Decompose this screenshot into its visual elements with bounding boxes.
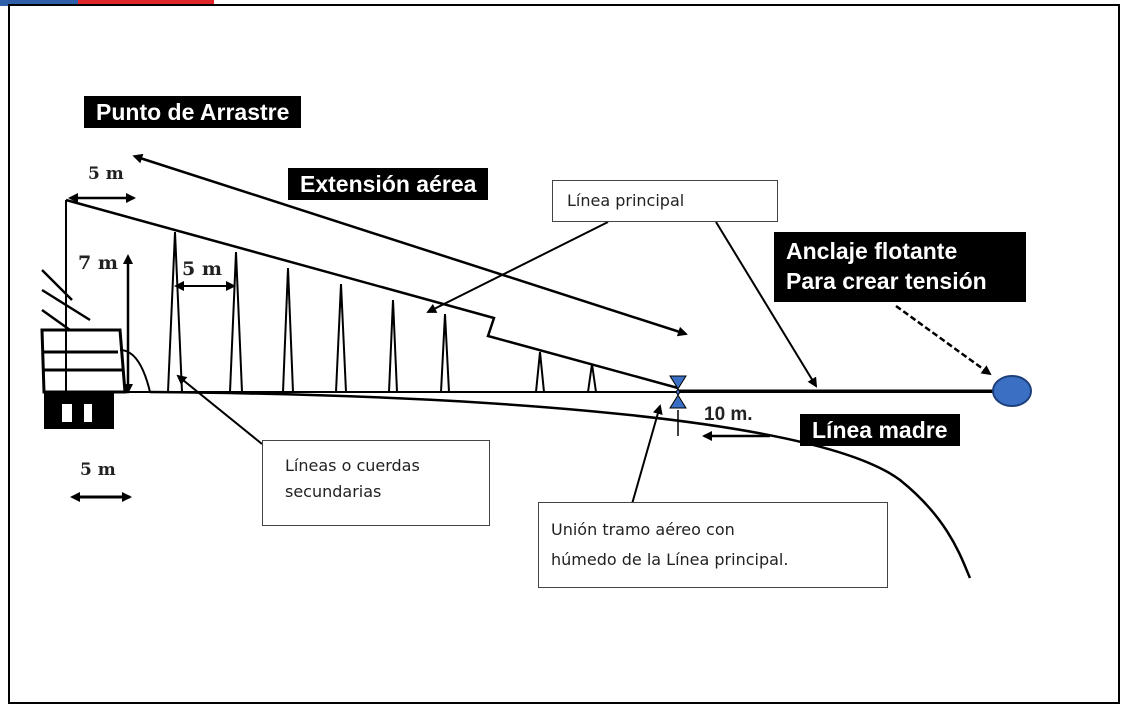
- aerial-extension-arrow: [132, 153, 688, 337]
- drag-point-label: Punto de Arrastre: [84, 96, 302, 128]
- mother-line-label: Línea madre: [800, 414, 960, 446]
- header-flag-blue: [0, 0, 78, 6]
- main-line-pointer-arrow: [426, 221, 609, 313]
- secondary-lines-label-line1: Líneas o cuerdas: [285, 456, 420, 475]
- junction-label-line1: Unión tramo aéreo con: [551, 520, 735, 539]
- line-spacing-label: 5 m: [182, 258, 222, 280]
- mother-line: [149, 390, 972, 579]
- aerial-extension-label: Extensión aérea: [288, 168, 489, 200]
- bottom-spacing-label: 5 m: [80, 460, 116, 480]
- junction-label: Unión tramo aéreo con húmedo de la Línea…: [538, 502, 888, 588]
- height-label: 7 m: [78, 252, 118, 274]
- main-line-label: Línea principal: [552, 180, 778, 222]
- top-spacing-label: 5 m: [88, 164, 124, 184]
- junction-pointer-arrow: [631, 404, 663, 505]
- buoy-icon: [992, 375, 1032, 407]
- secondary-lines-label-line2: secundarias: [285, 482, 382, 501]
- header-flag-red: [78, 0, 214, 6]
- main-line-pointer-arrow-2: [715, 221, 818, 388]
- aerial-line: [65, 198, 679, 390]
- secondary-lines: [167, 231, 597, 393]
- floating-anchor-label: Anclaje flotante Para crear tensión: [774, 232, 1026, 302]
- floating-anchor-line1: Anclaje flotante: [786, 238, 958, 264]
- junction-connector-icon: [669, 375, 687, 409]
- floating-anchor-line2: Para crear tensión: [786, 268, 987, 294]
- depth-label: 10 m.: [704, 404, 753, 425]
- secondary-lines-pointer-arrow: [176, 374, 263, 445]
- secondary-lines-label: Líneas o cuerdas secundarias: [262, 440, 490, 526]
- boat-icon: [40, 269, 151, 429]
- anchor-pointer-arrow: [895, 304, 992, 376]
- junction-label-line2: húmedo de la Línea principal.: [551, 550, 789, 569]
